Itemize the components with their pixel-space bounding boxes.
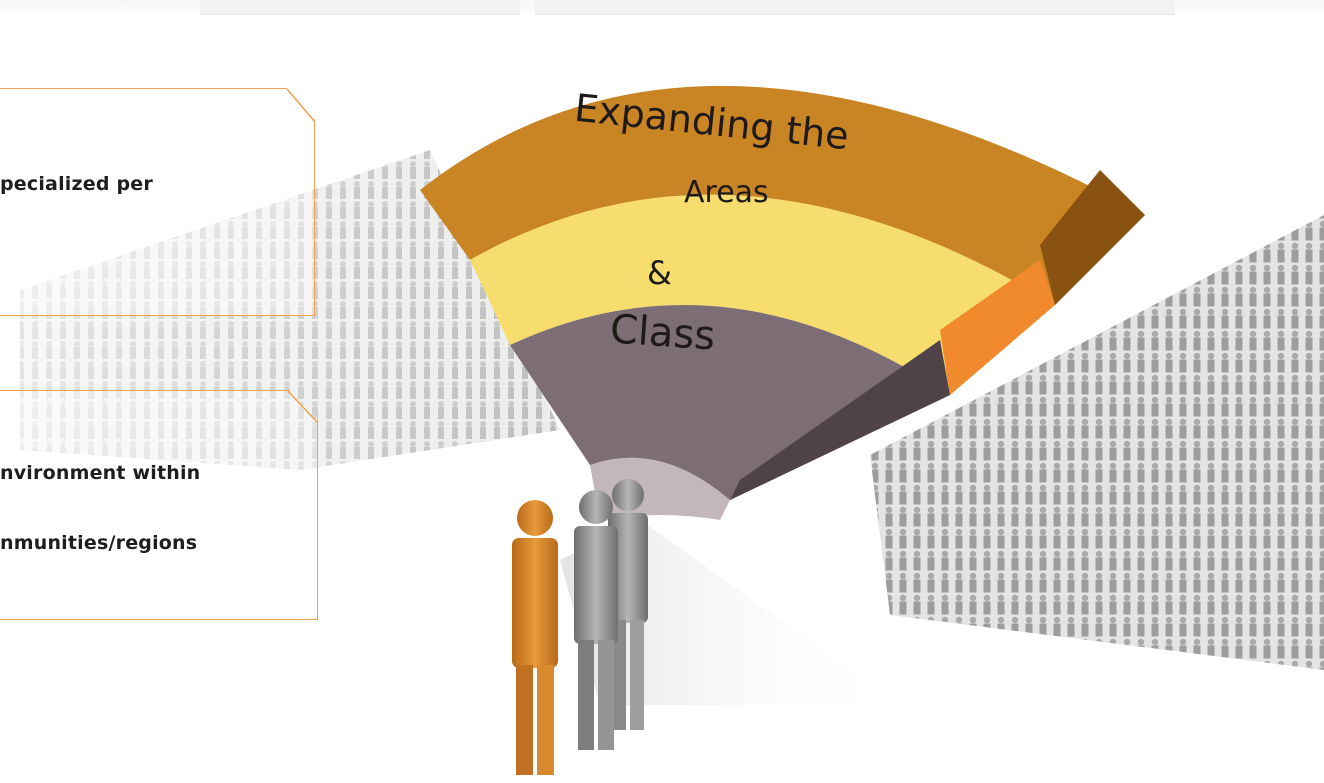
callout-2-line2: nmunities/regions bbox=[0, 532, 198, 554]
fan-class-label: Class bbox=[608, 306, 717, 360]
callout-box-1: pecialized per bbox=[0, 88, 315, 316]
top-segment bbox=[535, 0, 1175, 15]
right-crowd bbox=[870, 215, 1324, 670]
fan-band-gray bbox=[510, 305, 950, 500]
fan-graphic bbox=[420, 85, 1145, 520]
fan-band-yellow bbox=[470, 194, 1055, 395]
people-group bbox=[512, 479, 648, 775]
fan-band-outer bbox=[420, 85, 1145, 306]
callout-1-text: pecialized per bbox=[0, 173, 153, 195]
person-gray-middle bbox=[574, 490, 618, 750]
person-orange-front bbox=[512, 500, 558, 775]
top-strip bbox=[0, 0, 1324, 18]
callout-2-line1: nvironment within bbox=[0, 462, 201, 484]
top-segment bbox=[200, 0, 520, 15]
callout-1-corner bbox=[286, 88, 316, 123]
fan-ampersand: & bbox=[647, 254, 672, 292]
callout-box-2: nvironment within nmunities/regions bbox=[0, 390, 318, 620]
fan-title-line2: Areas bbox=[684, 175, 769, 210]
callout-2-corner bbox=[287, 390, 318, 423]
